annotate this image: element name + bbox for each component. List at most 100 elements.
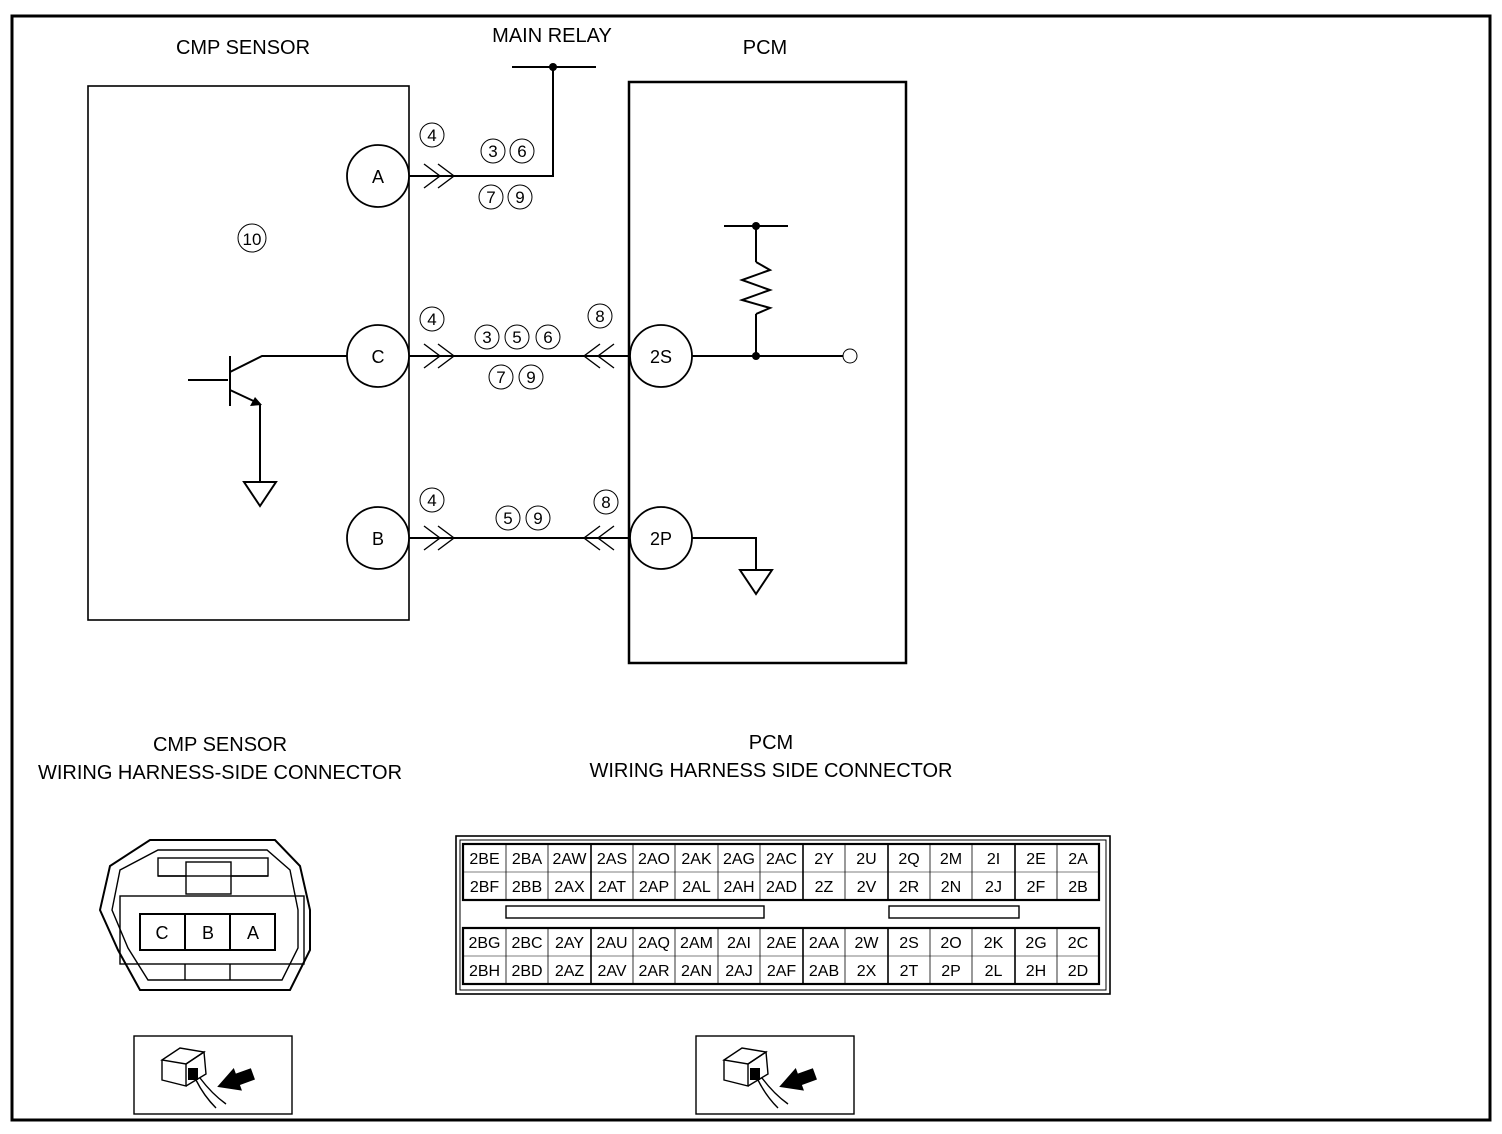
pcm-cavity-label: 2S [899, 935, 919, 952]
svg-text:9: 9 [533, 509, 542, 528]
pcm-cavity-label: 2AC [766, 851, 797, 868]
pcm-cavity-label: 2AE [766, 935, 796, 952]
pcm-cavity-label: 2R [899, 879, 919, 896]
cmp-sensor-title: CMP SENSOR [176, 37, 310, 59]
resistor-icon [724, 222, 788, 360]
pcm-box [627, 80, 908, 665]
pcm-title: PCM [743, 37, 787, 59]
pcm-cavity-label: 2K [984, 935, 1004, 952]
ground-icon [242, 481, 278, 508]
pcm-cavity-label: 2AL [682, 879, 711, 896]
pcm-cavity-label: 2G [1025, 935, 1046, 952]
svg-text:4: 4 [427, 491, 436, 510]
svg-text:9: 9 [515, 188, 524, 207]
pcm-cavity-label: 2AD [766, 879, 797, 896]
pcm-cavity-label: 2AU [596, 935, 627, 952]
pcm-cavity-label: 2Q [898, 851, 919, 868]
outer-frame [10, 14, 1492, 1122]
pcm-cavity-label: 2AJ [725, 963, 753, 980]
ground-icon [738, 569, 774, 596]
pcm-cavity-label: 2C [1068, 935, 1088, 952]
pcm-pin-2p-label: 2P [650, 529, 672, 549]
connector-arrow-icon [423, 163, 442, 189]
pcm-cavity-label: 2AN [681, 963, 712, 980]
pcm-connector-arrow-icon [582, 343, 601, 369]
pcm-cavity-label: 2J [985, 879, 1002, 896]
pcm-cavity-label: 2N [941, 879, 961, 896]
pcm-cavity-label: 2E [1026, 851, 1046, 868]
svg-text:5: 5 [503, 509, 512, 528]
pcm-cavity-label: 2AH [723, 879, 754, 896]
pcm-cavity-label: 2AO [638, 851, 670, 868]
pcm-cavity-label: 2AI [727, 935, 751, 952]
connector-arrow-icon [423, 525, 442, 551]
pcm-connector-subtitle: WIRING HARNESS SIDE CONNECTOR [590, 760, 953, 782]
pcm-cavity-label: 2Y [814, 851, 834, 868]
sensor-pin-c-label: C [372, 347, 385, 367]
connector-arrow-icon [423, 343, 442, 369]
pcm-cavity-label: 2D [1068, 963, 1088, 980]
pcm-connector-title: PCM [749, 732, 793, 754]
connector-view-icon [133, 1035, 293, 1115]
pcm-cavity-label: 2T [900, 963, 919, 980]
pcm-cavity-label: 2AK [681, 851, 712, 868]
pcm-cavity-label: 2B [1068, 879, 1088, 896]
pcm-cavity-label: 2AG [723, 851, 755, 868]
pcm-cavity-label: 2I [987, 851, 1000, 868]
cmp-sensor-connector: C B A [98, 839, 311, 991]
pcm-terminal-icon [842, 348, 858, 364]
sensor-pin-a [346, 144, 410, 208]
sensor-pin-a-label: A [372, 167, 384, 187]
svg-text:3: 3 [482, 328, 491, 347]
pcm-cavity-label: 2V [857, 879, 877, 896]
connector-view-icon [695, 1035, 855, 1115]
pcm-pin-2s-label: 2S [650, 347, 672, 367]
pcm-cavity-label: 2L [985, 963, 1003, 980]
cmp-conn-pin-b: B [202, 923, 214, 943]
pcm-cavity-label: 2BG [468, 935, 500, 952]
svg-text:4: 4 [427, 126, 436, 145]
cmp-conn-pin-c: C [156, 923, 169, 943]
pcm-cavity-label: 2AT [598, 879, 626, 896]
pcm-cavity-label: 2U [856, 851, 876, 868]
pcm-cavity-label: 2O [940, 935, 961, 952]
pcm-cavity-label: 2AF [767, 963, 797, 980]
transistor-icon [188, 355, 347, 482]
cmp-connector-title: CMP SENSOR [153, 734, 287, 756]
svg-text:7: 7 [486, 188, 495, 207]
svg-text:6: 6 [543, 328, 552, 347]
cmp-conn-pin-a: A [247, 923, 259, 943]
svg-text:8: 8 [595, 307, 604, 326]
pcm-cavity-label: 2BF [470, 879, 500, 896]
svg-text:10: 10 [243, 230, 262, 249]
pcm-cavity-label: 2AR [638, 963, 669, 980]
pcm-cavity-label: 2AS [597, 851, 627, 868]
pcm-cavity-label: 2AX [554, 879, 585, 896]
circled-numbers: 4 3 6 7 9 10 4 3 5 6 7 9 8 4 5 9 8 [237, 122, 619, 531]
pcm-cavity-label: 2F [1027, 879, 1046, 896]
pcm-cavity-label: 2AV [597, 963, 626, 980]
sensor-pin-b [346, 506, 410, 570]
pcm-pin-2s [629, 324, 693, 388]
pcm-cavity-label: 2P [941, 963, 961, 980]
svg-text:4: 4 [427, 310, 436, 329]
main-relay-title: MAIN RELAY [492, 25, 612, 47]
pcm-cavity-label: 2AA [809, 935, 840, 952]
pcm-cavity-label: 2BE [469, 851, 499, 868]
svg-text:9: 9 [526, 368, 535, 387]
pcm-cavity-label: 2AY [555, 935, 584, 952]
pcm-cavity-label: 2A [1068, 851, 1088, 868]
pcm-cavity-label: 2Z [815, 879, 834, 896]
pcm-cavity-label: 2AM [680, 935, 713, 952]
svg-text:8: 8 [601, 493, 610, 512]
pcm-cavity-label: 2W [855, 935, 880, 952]
pcm-cavity-label: 2BB [512, 879, 542, 896]
pcm-cavity-label: 2AW [552, 851, 587, 868]
sensor-pin-b-label: B [372, 529, 384, 549]
pcm-cavity-label: 2AZ [555, 963, 585, 980]
pcm-cavity-label: 2AQ [638, 935, 670, 952]
pcm-cavity-label: 2H [1026, 963, 1046, 980]
svg-text:6: 6 [517, 142, 526, 161]
